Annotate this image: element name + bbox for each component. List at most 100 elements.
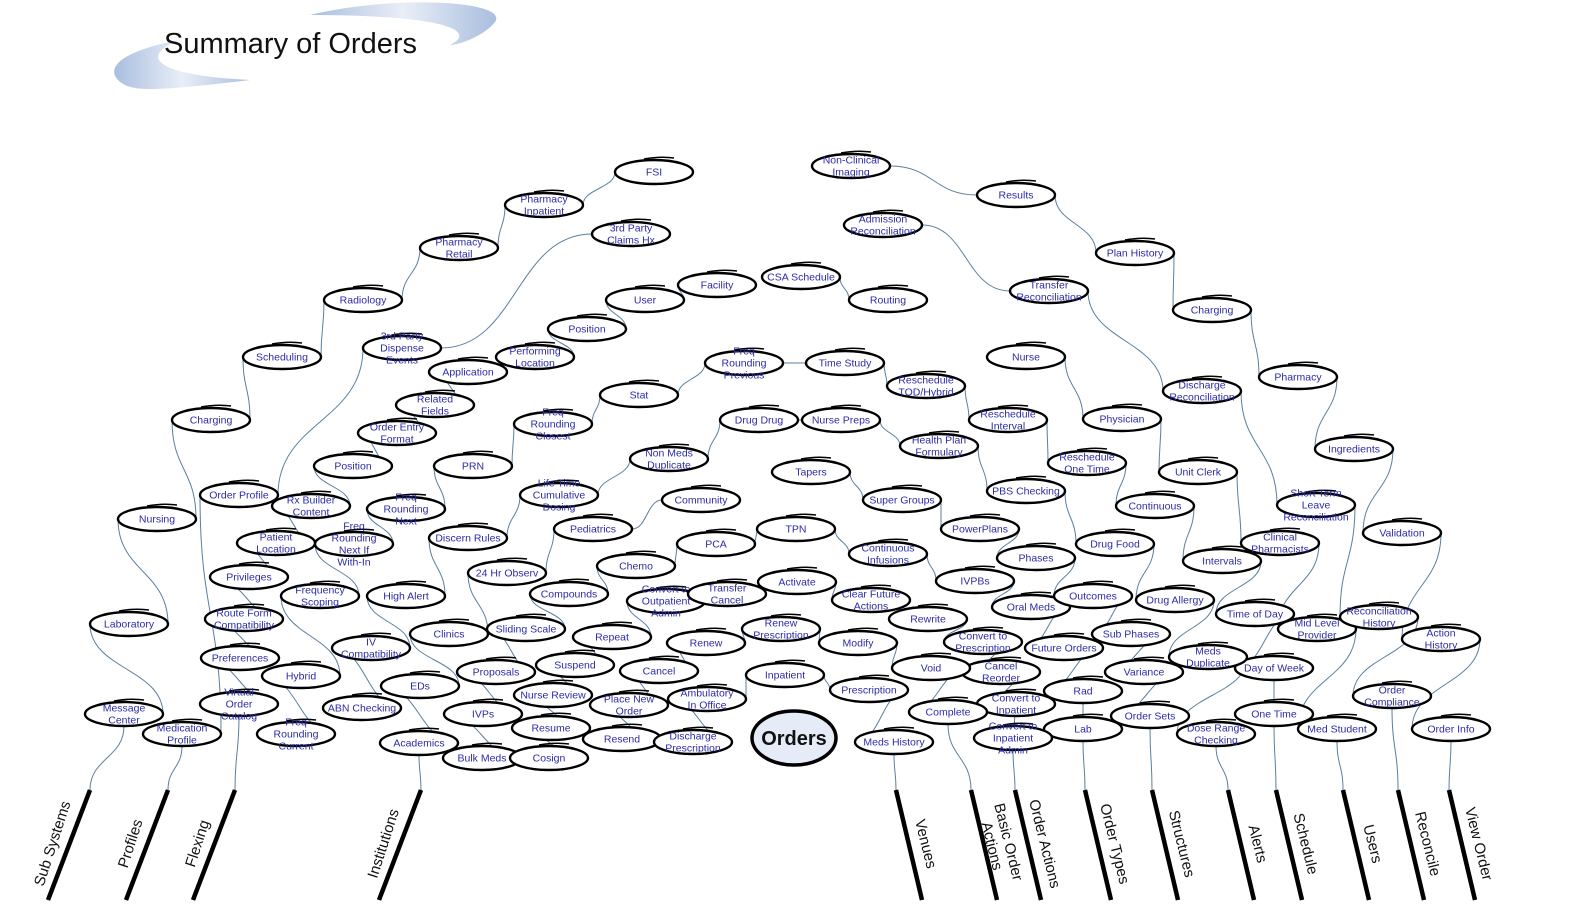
node-venues-meds-history[interactable]: Meds History [853,726,935,756]
node-ordertypes-lab[interactable]: Lab [1042,713,1124,743]
node-vieworder-pharmacy[interactable]: Pharmacy [1257,361,1339,391]
node-users-unit-clerk[interactable]: Unit Clerk [1157,456,1239,486]
node-ordertypes-rad[interactable]: Rad [1042,675,1124,705]
node-alerts-abn-checking[interactable]: ABN Checking [321,692,403,722]
node-subsystems-laboratory[interactable]: Laboratory [88,608,170,638]
node-freq-day-of-week[interactable]: Day of Week [1233,652,1315,682]
node-vieworder-order-info[interactable]: Order Info [1410,713,1492,743]
node-orderactions-repeat[interactable]: Repeat [571,621,653,651]
node-structures-variance[interactable]: Variance [1103,656,1185,686]
node-ordertypes-sliding-scale[interactable]: Sliding Scale [485,613,567,643]
node-orderactions-activate[interactable]: Activate [756,566,838,596]
node-alerts-discern-rules[interactable]: Discern Rules [427,522,509,552]
node-freq-time-study[interactable]: Time Study [804,347,886,377]
node-ordertypes-tpn[interactable]: TPN [755,513,837,543]
node-users-physician[interactable]: Physician [1081,403,1163,433]
node-structures-order-sets[interactable]: Order Sets [1109,700,1191,730]
node-vieworder-results[interactable]: Results [975,179,1057,209]
node-ordertypes-oral-meds[interactable]: Oral Meds [990,591,1072,621]
node-institutions-academics[interactable]: Academics [378,727,460,757]
node-ordertypes-ivpbs[interactable]: IVPBs [934,565,1016,595]
node-freq-time-of-day[interactable]: Time of Day [1214,598,1296,628]
node-flexing-facility[interactable]: Facility [676,269,758,299]
root-node-orders[interactable]: Orders [750,709,838,767]
node-institutions-24-hr-observ[interactable]: 24 Hr Observ [466,557,548,587]
node-institutions-clinics[interactable]: Clinics [408,618,490,648]
node-vieworder-ingredients[interactable]: Ingredients [1313,433,1395,463]
node-venues-prescription[interactable]: Prescription [828,674,910,704]
node-institutions-pediatrics[interactable]: Pediatrics [552,513,634,543]
node-basic-void[interactable]: Void [890,652,972,682]
node-basic-resend[interactable]: Resend [581,723,663,753]
node-profiles-order-profile[interactable]: Order Profile [198,479,280,509]
node-structures-outcomes[interactable]: Outcomes [1052,580,1134,610]
node-schedule-csa-schedule[interactable]: CSA Schedule [760,261,842,291]
node-ordertypes-bulk-meds[interactable]: Bulk Meds [441,742,523,772]
node-freq-one-time[interactable]: One Time [1233,698,1315,728]
node-ordertypes-chemo[interactable]: Chemo [595,550,677,580]
node-structures-phases[interactable]: Phases [995,542,1077,572]
node-flexing-privileges[interactable]: Privileges [208,561,290,591]
node-subsystems-fsi[interactable]: FSI [613,156,695,186]
node-subsystems-charging[interactable]: Charging [170,404,252,434]
node-orderactions-nurse-review[interactable]: Nurse Review [512,679,594,709]
node-users-med-student[interactable]: Med Student [1296,713,1378,743]
node-freq-stat[interactable]: Stat [598,379,680,409]
node-vieworder-validation[interactable]: Validation [1361,517,1443,547]
node-basic-modify[interactable]: Modify [817,627,899,657]
node-freq-prn[interactable]: PRN [432,450,514,480]
node-flexing-position[interactable]: Position [312,450,394,480]
node-schedule-routing[interactable]: Routing [847,284,929,314]
node-freq-continuous[interactable]: Continuous [1114,490,1196,520]
node-venues-inpatient[interactable]: Inpatient [744,659,826,689]
node-ordertypes-future-orders[interactable]: Future Orders [1023,632,1105,662]
node-flexing-preferences[interactable]: Preferences [199,642,281,672]
node-basic-complete[interactable]: Complete [907,696,989,726]
node-ordertypes-pca[interactable]: PCA [675,528,757,558]
node-vieworder-charging[interactable]: Charging [1171,294,1253,324]
node-basic-cancel[interactable]: Cancel [618,655,700,685]
node-freq-intervals[interactable]: Intervals [1181,545,1263,575]
node-users-nurse[interactable]: Nurse [985,341,1067,371]
node-structures-powerplans[interactable]: PowerPlans [939,513,1021,543]
node-orderactions-suspend[interactable]: Suspend [534,649,616,679]
node-alerts-drug-drug[interactable]: Drug Drug [718,404,800,434]
node-alerts-drug-allergy[interactable]: Drug Allergy [1134,584,1216,614]
node-subsystems-nursing[interactable]: Nursing [116,503,198,533]
node-flexing-application[interactable]: Application [427,356,509,386]
